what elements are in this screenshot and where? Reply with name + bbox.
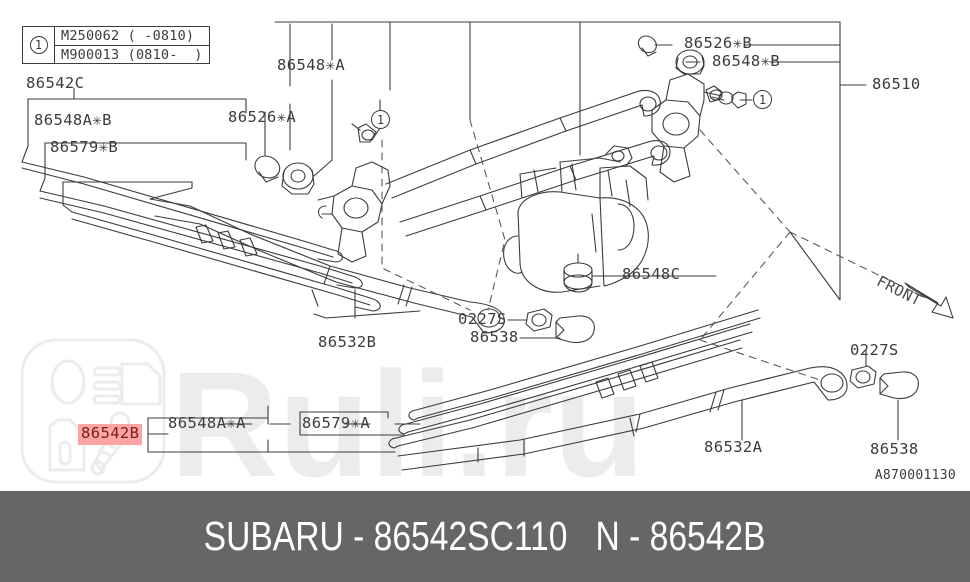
label-86542c: 86542C xyxy=(26,74,85,92)
legend-marker-cell: 1 xyxy=(23,27,55,63)
label-0227s-right: 0227S xyxy=(850,341,899,359)
label-86548-star-b: 86548✳B xyxy=(712,52,781,70)
legend-box: 1 M250062 ( -0810) M900013 (0810- ) xyxy=(22,26,210,64)
label-86526-star-a: 86526✳A xyxy=(228,108,297,126)
label-86526-star-b: 86526✳B xyxy=(684,34,753,52)
label-86548-star-a: 86548✳A xyxy=(277,56,346,74)
label-86548a-star-b: 86548A✳B xyxy=(34,111,112,129)
label-86532b: 86532B xyxy=(318,333,377,351)
legend-circle-number: 1 xyxy=(29,36,48,54)
label-86538-right: 86538 xyxy=(870,440,919,458)
legend-row-1: M250062 ( -0810) xyxy=(55,27,209,46)
bottom-banner: SUBARU - 86542SC110 N - 86542B xyxy=(0,491,970,582)
label-86548a-star-a: 86548A✳A xyxy=(168,414,246,432)
callout-circle-left: 1 xyxy=(371,110,390,129)
diagram-code: A870001130 xyxy=(874,468,956,483)
label-0227s-middle: 0227S xyxy=(458,310,507,328)
label-86579-star-b: 86579✳B xyxy=(50,138,119,156)
label-86532a: 86532A xyxy=(704,438,763,456)
label-86538-middle: 86538 xyxy=(470,328,519,346)
label-86542b-highlighted: 86542B xyxy=(78,424,143,445)
legend-rows: M250062 ( -0810) M900013 (0810- ) xyxy=(55,27,209,63)
callout-circle-right: 1 xyxy=(753,90,772,109)
exploded-view-linework xyxy=(21,21,954,471)
diagram-canvas: Ruli.ru xyxy=(20,21,956,491)
legend-row-2: M900013 (0810- ) xyxy=(61,46,203,63)
banner-part-title: SUBARU - 86542SC110 N - 86542B xyxy=(204,513,766,559)
label-86548c: 86548C xyxy=(622,265,681,283)
label-86579-star-a: 86579✳A xyxy=(302,414,371,432)
label-86510: 86510 xyxy=(872,75,921,93)
